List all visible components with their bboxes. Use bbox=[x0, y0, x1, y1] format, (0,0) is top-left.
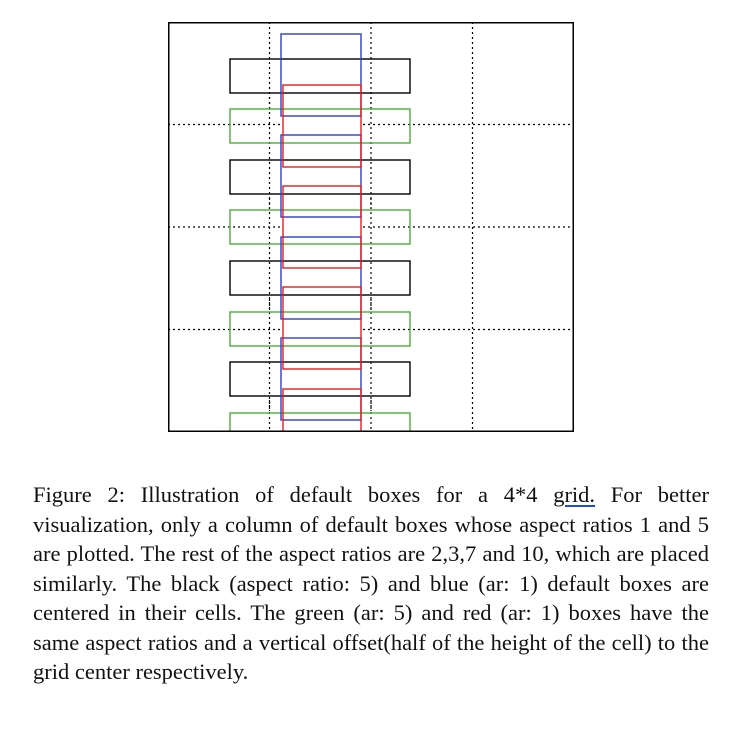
black-box-2 bbox=[229, 159, 411, 195]
blue-box-2 bbox=[280, 134, 362, 218]
black-boxes bbox=[229, 58, 411, 397]
green-boxes bbox=[229, 108, 411, 432]
green-box-4 bbox=[229, 412, 411, 432]
grid-lines bbox=[168, 22, 574, 432]
black-box-3 bbox=[229, 260, 411, 296]
caption-prefix: Figure 2: Illustration of default boxes … bbox=[33, 482, 554, 507]
default-boxes-figure bbox=[168, 22, 574, 432]
red-box-3 bbox=[282, 286, 362, 370]
green-box-2 bbox=[229, 209, 411, 245]
blue-box-3 bbox=[280, 236, 362, 320]
green-box-1 bbox=[229, 108, 411, 144]
blue-boxes bbox=[280, 33, 362, 421]
caption-underlined-word: grid. bbox=[553, 482, 596, 507]
blue-box-1 bbox=[280, 33, 362, 117]
black-box-1 bbox=[229, 58, 411, 94]
caption-body: For better visualization, only a column … bbox=[33, 482, 709, 684]
red-box-4 bbox=[282, 388, 362, 432]
figure-frame bbox=[168, 22, 574, 432]
center-column-mask bbox=[281, 22, 361, 432]
red-box-1 bbox=[282, 84, 362, 168]
green-box-3 bbox=[229, 311, 411, 347]
column-edge-dots bbox=[268, 97, 372, 411]
blue-box-4 bbox=[280, 337, 362, 421]
black-box-4 bbox=[229, 361, 411, 397]
red-boxes bbox=[282, 84, 362, 432]
figure-caption: Figure 2: Illustration of default boxes … bbox=[33, 480, 709, 687]
red-box-2 bbox=[282, 185, 362, 269]
